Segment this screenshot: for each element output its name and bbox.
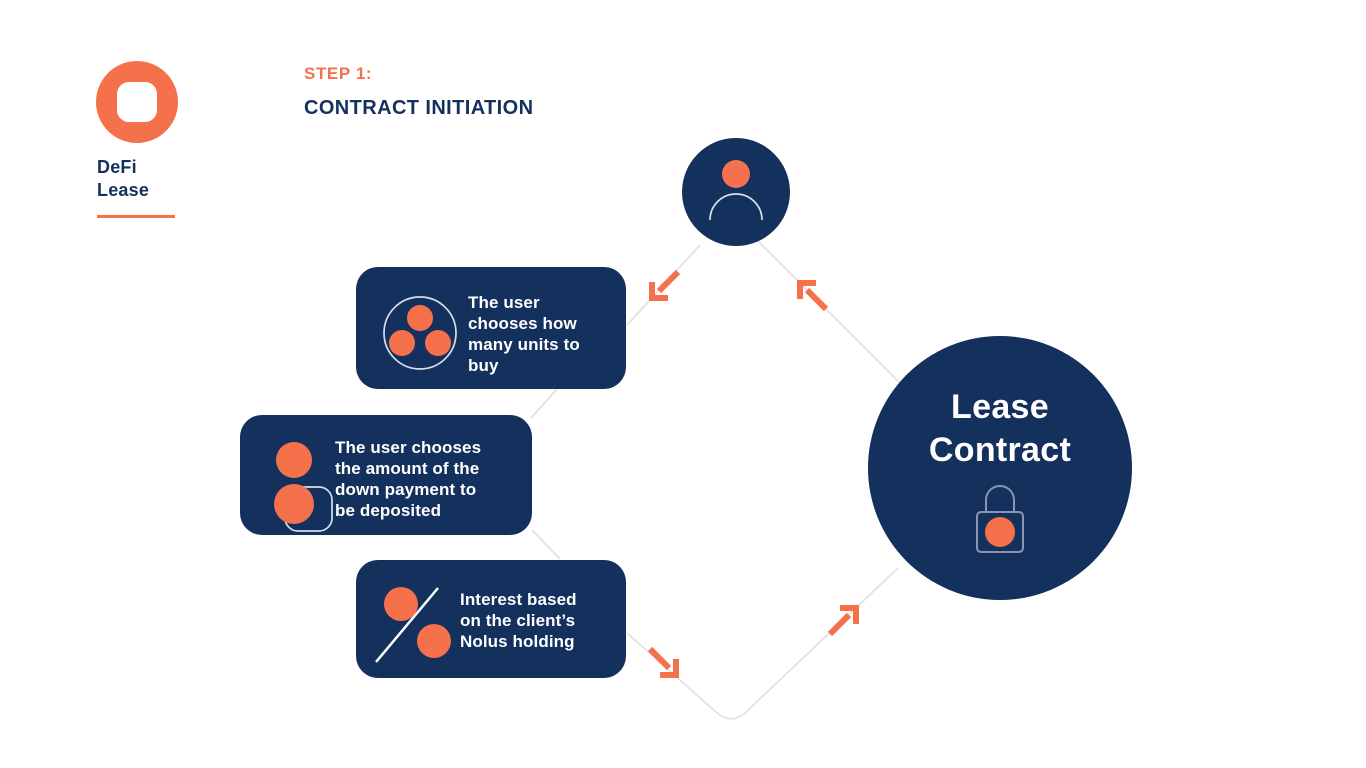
card-interest: Interest based on the client’s Nolus hol… bbox=[356, 560, 626, 678]
arrow-up-left-icon bbox=[797, 280, 829, 312]
line-contract-to-user bbox=[757, 240, 901, 384]
card-interest-text: Interest based on the client’s Nolus hol… bbox=[460, 590, 577, 651]
line-interest-card-to-contract bbox=[626, 567, 899, 720]
units-icon bbox=[383, 296, 457, 370]
line-downpayment-to-interest-card bbox=[531, 529, 561, 560]
brand-name: DeFi Lease bbox=[97, 156, 178, 202]
page-title: CONTRACT INITIATION bbox=[304, 97, 534, 119]
card-units-text: The user chooses how many units to buy bbox=[468, 293, 580, 375]
percent-icon bbox=[375, 587, 451, 663]
brand-name-line1: DeFi bbox=[97, 157, 137, 177]
step-header: STEP 1: CONTRACT INITIATION bbox=[304, 64, 533, 120]
lease-label-line2: Contract bbox=[928, 431, 1072, 469]
card-units: The user chooses how many units to buy bbox=[356, 267, 626, 389]
card-down-payment-text: The user chooses the amount of the down … bbox=[335, 438, 482, 520]
step-label: STEP 1: bbox=[304, 64, 373, 83]
card-down-payment: The user chooses the amount of the down … bbox=[240, 415, 532, 535]
logo-square bbox=[117, 82, 157, 122]
line-units-to-downpayment-card bbox=[530, 388, 558, 419]
defi-lease-logo-icon bbox=[96, 61, 178, 143]
brand-underline bbox=[97, 215, 175, 218]
arrow-down-left-icon bbox=[649, 269, 681, 301]
lease-contract-label: Lease Contract bbox=[929, 386, 1071, 472]
brand-name-line2: Lease bbox=[97, 180, 150, 200]
user-node bbox=[682, 138, 790, 246]
lock-icon bbox=[976, 485, 1024, 553]
lease-label-line1: Lease bbox=[951, 388, 1049, 426]
user-icon bbox=[709, 160, 763, 221]
arrow-down-right-icon bbox=[647, 646, 679, 678]
brand: DeFi Lease bbox=[96, 61, 178, 218]
arrow-up-right-icon bbox=[827, 605, 859, 637]
lease-contract-node: Lease Contract bbox=[868, 336, 1132, 600]
down-payment-icon bbox=[274, 442, 333, 532]
